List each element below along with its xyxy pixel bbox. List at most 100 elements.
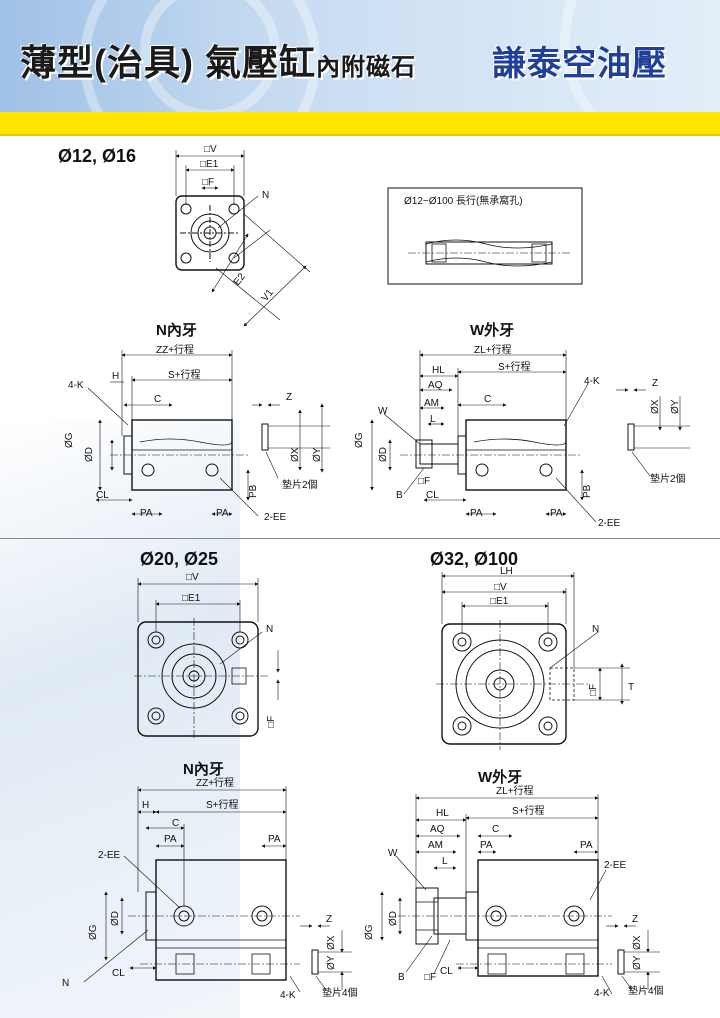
dim-label: W xyxy=(388,848,398,859)
section-divider xyxy=(0,538,720,539)
dim-label: 墊片4個 xyxy=(322,986,358,999)
dim-label: H xyxy=(112,371,119,382)
dim-label: S+行程 xyxy=(168,368,201,381)
dim-label: □V xyxy=(204,144,217,155)
dim-label: S+行程 xyxy=(498,360,531,373)
side-view-w-top xyxy=(370,350,690,523)
yellow-stripe xyxy=(0,112,720,134)
dim-label: HL xyxy=(432,365,445,376)
dim-label: C xyxy=(492,824,499,835)
dim-label: ØX xyxy=(632,935,643,950)
dim-label: N xyxy=(262,190,269,201)
dim-label: N xyxy=(592,624,599,635)
dim-label: 2-EE xyxy=(598,518,621,529)
dim-label: □E1 xyxy=(490,596,509,607)
dim-label: ØY xyxy=(326,955,337,970)
dim-label: 4-K xyxy=(280,990,296,1001)
dim-label: □F xyxy=(588,684,599,696)
dim-label: AQ xyxy=(430,824,445,835)
dim-label: PB xyxy=(582,484,593,498)
side-view-n-bottom xyxy=(83,786,352,993)
dim-label: W xyxy=(378,406,388,417)
dim-label: PA xyxy=(140,508,153,519)
page-title: 薄型(治具) 氣壓缸內附磁石 xyxy=(20,34,416,86)
thread-type-label: W外牙 xyxy=(470,322,515,339)
dim-label: □F xyxy=(424,972,436,983)
dim-label: Z xyxy=(326,914,332,925)
dim-label: CL xyxy=(112,968,125,979)
dim-label: LH xyxy=(500,566,513,577)
thread-type-label: N內牙 xyxy=(183,761,224,778)
dim-label: L xyxy=(430,414,436,425)
title-main: 薄型(治具) 氣壓缸 xyxy=(20,42,316,83)
dim-label: □V xyxy=(186,572,199,583)
dim-label: ØD xyxy=(84,447,95,462)
dim-label: PA xyxy=(550,508,563,519)
brand-name: 謙泰空油壓 xyxy=(492,45,667,83)
dim-label: ZZ+行程 xyxy=(156,343,194,356)
dim-label: Z xyxy=(652,378,658,389)
dim-label: PA xyxy=(470,508,483,519)
dim-label: HL xyxy=(436,808,449,819)
note-box xyxy=(387,187,583,285)
dim-label: ØG xyxy=(88,924,99,940)
dim-label: 4-K xyxy=(584,376,600,387)
dim-label: PA xyxy=(216,508,229,519)
note-text: Ø12~Ø100 長行(無承窩孔) xyxy=(404,194,523,207)
header-banner: 薄型(治具) 氣壓缸內附磁石 謙泰空油壓 xyxy=(0,0,720,112)
dim-label: 2-EE xyxy=(604,860,627,871)
banner-decoration xyxy=(80,0,320,112)
dim-label: ØD xyxy=(378,447,389,462)
dim-label: Z xyxy=(286,392,292,403)
dim-label: 4-K xyxy=(68,380,84,391)
dim-label: ØX xyxy=(650,399,661,414)
thread-type-label: N內牙 xyxy=(156,322,197,339)
dim-label: PB xyxy=(248,484,259,498)
dim-label: ØG xyxy=(354,432,365,448)
dim-label: 墊片2個 xyxy=(282,478,318,491)
dim-label: AM xyxy=(428,840,443,851)
dim-label: N xyxy=(266,624,273,635)
dim-label: 4-K xyxy=(594,988,610,999)
dim-label: 2-EE xyxy=(264,512,287,523)
dim-label: □F xyxy=(418,476,430,487)
dim-label: 墊片2個 xyxy=(650,472,686,485)
dim-label: L xyxy=(442,856,448,867)
side-view-w-bottom xyxy=(380,794,660,995)
dim-label: T xyxy=(628,682,634,693)
dim-label: S+行程 xyxy=(206,798,239,811)
dim-label: V1 xyxy=(260,287,276,304)
dim-label: H xyxy=(142,800,149,811)
dim-label: Z xyxy=(632,914,638,925)
dim-label: ZL+行程 xyxy=(474,343,512,356)
dim-label: ZZ+行程 xyxy=(196,776,234,789)
dim-label: 2-EE xyxy=(98,850,121,861)
title-suffix: 內附磁石 xyxy=(315,54,416,81)
dim-label: N xyxy=(62,978,69,989)
dim-label: PA xyxy=(480,840,493,851)
dim-label: □V xyxy=(494,582,507,593)
dim-label: ØX xyxy=(326,935,337,950)
dim-label: B xyxy=(398,972,405,983)
front-view-small xyxy=(175,150,311,327)
stripe-divider xyxy=(0,134,720,136)
dim-label: □E1 xyxy=(182,593,201,604)
dim-label: □E1 xyxy=(200,159,219,170)
dim-label: AQ xyxy=(428,380,443,391)
dim-label: B xyxy=(396,490,403,501)
dim-label: PA xyxy=(268,834,281,845)
bore-size-label: Ø32, Ø100 xyxy=(430,549,519,569)
background-photo xyxy=(0,420,240,1018)
dim-label: ØY xyxy=(670,399,681,414)
dim-label: E2 xyxy=(232,271,248,288)
dim-label: CL xyxy=(96,490,109,501)
dim-label: PA xyxy=(580,840,593,851)
dim-label: AM xyxy=(424,398,439,409)
dim-label: ØY xyxy=(632,955,643,970)
dim-label: PA xyxy=(164,834,177,845)
dim-label: ØG xyxy=(364,924,375,940)
dim-label: S+行程 xyxy=(512,804,545,817)
front-view-large xyxy=(436,572,630,750)
dim-label: □F xyxy=(266,716,277,728)
